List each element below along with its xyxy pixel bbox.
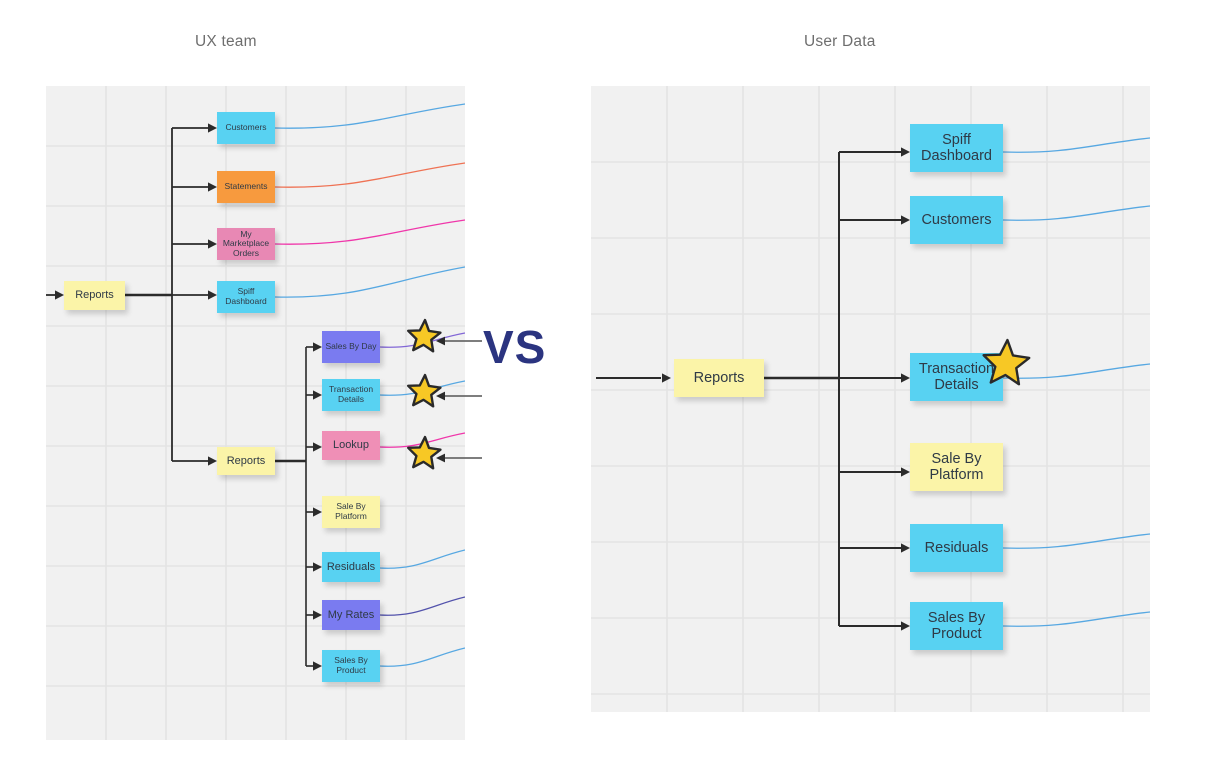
node-label: Transaction Details xyxy=(328,384,374,404)
node-label: Reports xyxy=(75,289,114,302)
node-label: Sales By Day xyxy=(325,341,377,352)
node-left-sale-by-platform[interactable]: Sale By Platform xyxy=(322,496,380,528)
node-label: Spiff Dashboard xyxy=(921,131,992,164)
node-left-customers[interactable]: Customers xyxy=(217,112,275,144)
panel-title-left: UX team xyxy=(195,33,257,50)
node-right-sales-by-product[interactable]: Sales By Product xyxy=(910,602,1003,650)
node-label: Lookup xyxy=(332,439,370,452)
node-label: Sale By Platform xyxy=(929,450,984,483)
node-label: Reports xyxy=(693,369,745,386)
node-left-reports-root[interactable]: Reports xyxy=(64,281,125,310)
node-label: Statements xyxy=(224,181,268,192)
node-right-customers[interactable]: Customers xyxy=(910,196,1003,244)
node-right-reports-root[interactable]: Reports xyxy=(674,359,764,397)
node-left-sales-by-product[interactable]: Sales By Product xyxy=(322,650,380,682)
node-label: Transaction Details xyxy=(918,360,995,393)
node-label: My Marketplace Orders xyxy=(222,228,270,258)
node-left-residuals[interactable]: Residuals xyxy=(322,552,380,582)
diagram-board-user-data[interactable] xyxy=(591,86,1150,712)
node-label: Residuals xyxy=(326,560,376,573)
vs-label: VS xyxy=(483,321,547,373)
node-left-my-marketplace[interactable]: My Marketplace Orders xyxy=(217,228,275,260)
node-right-spiff-dashboard[interactable]: Spiff Dashboard xyxy=(910,124,1003,172)
node-label: Customers xyxy=(225,122,267,133)
node-label: Reports xyxy=(226,454,266,467)
node-left-statements[interactable]: Statements xyxy=(217,171,275,203)
node-right-residuals[interactable]: Residuals xyxy=(910,524,1003,572)
connector-curves-right xyxy=(1002,137,1150,627)
node-left-lookup[interactable]: Lookup xyxy=(322,431,380,460)
node-label: Residuals xyxy=(924,539,989,556)
node-left-spiff-dashboard[interactable]: Spiff Dashboard xyxy=(217,281,275,313)
node-right-transaction-details[interactable]: Transaction Details xyxy=(910,353,1003,401)
panel-title-right: User Data xyxy=(804,33,876,50)
node-left-sales-by-day[interactable]: Sales By Day xyxy=(322,331,380,363)
node-label: Sales By Product xyxy=(927,609,986,642)
grid-background-right xyxy=(591,86,1150,712)
node-label: My Rates xyxy=(327,608,375,621)
tree-arrows-right xyxy=(596,147,910,631)
node-label: Sale By Platform xyxy=(335,501,367,521)
node-label: Sales By Product xyxy=(334,655,368,675)
node-right-sale-by-platform[interactable]: Sale By Platform xyxy=(910,443,1003,491)
node-label: Customers xyxy=(921,211,992,228)
node-label: Spiff Dashboard xyxy=(225,286,267,306)
node-left-reports-sub[interactable]: Reports xyxy=(217,447,275,475)
node-left-my-rates[interactable]: My Rates xyxy=(322,600,380,630)
node-left-transaction-details[interactable]: Transaction Details xyxy=(322,379,380,411)
